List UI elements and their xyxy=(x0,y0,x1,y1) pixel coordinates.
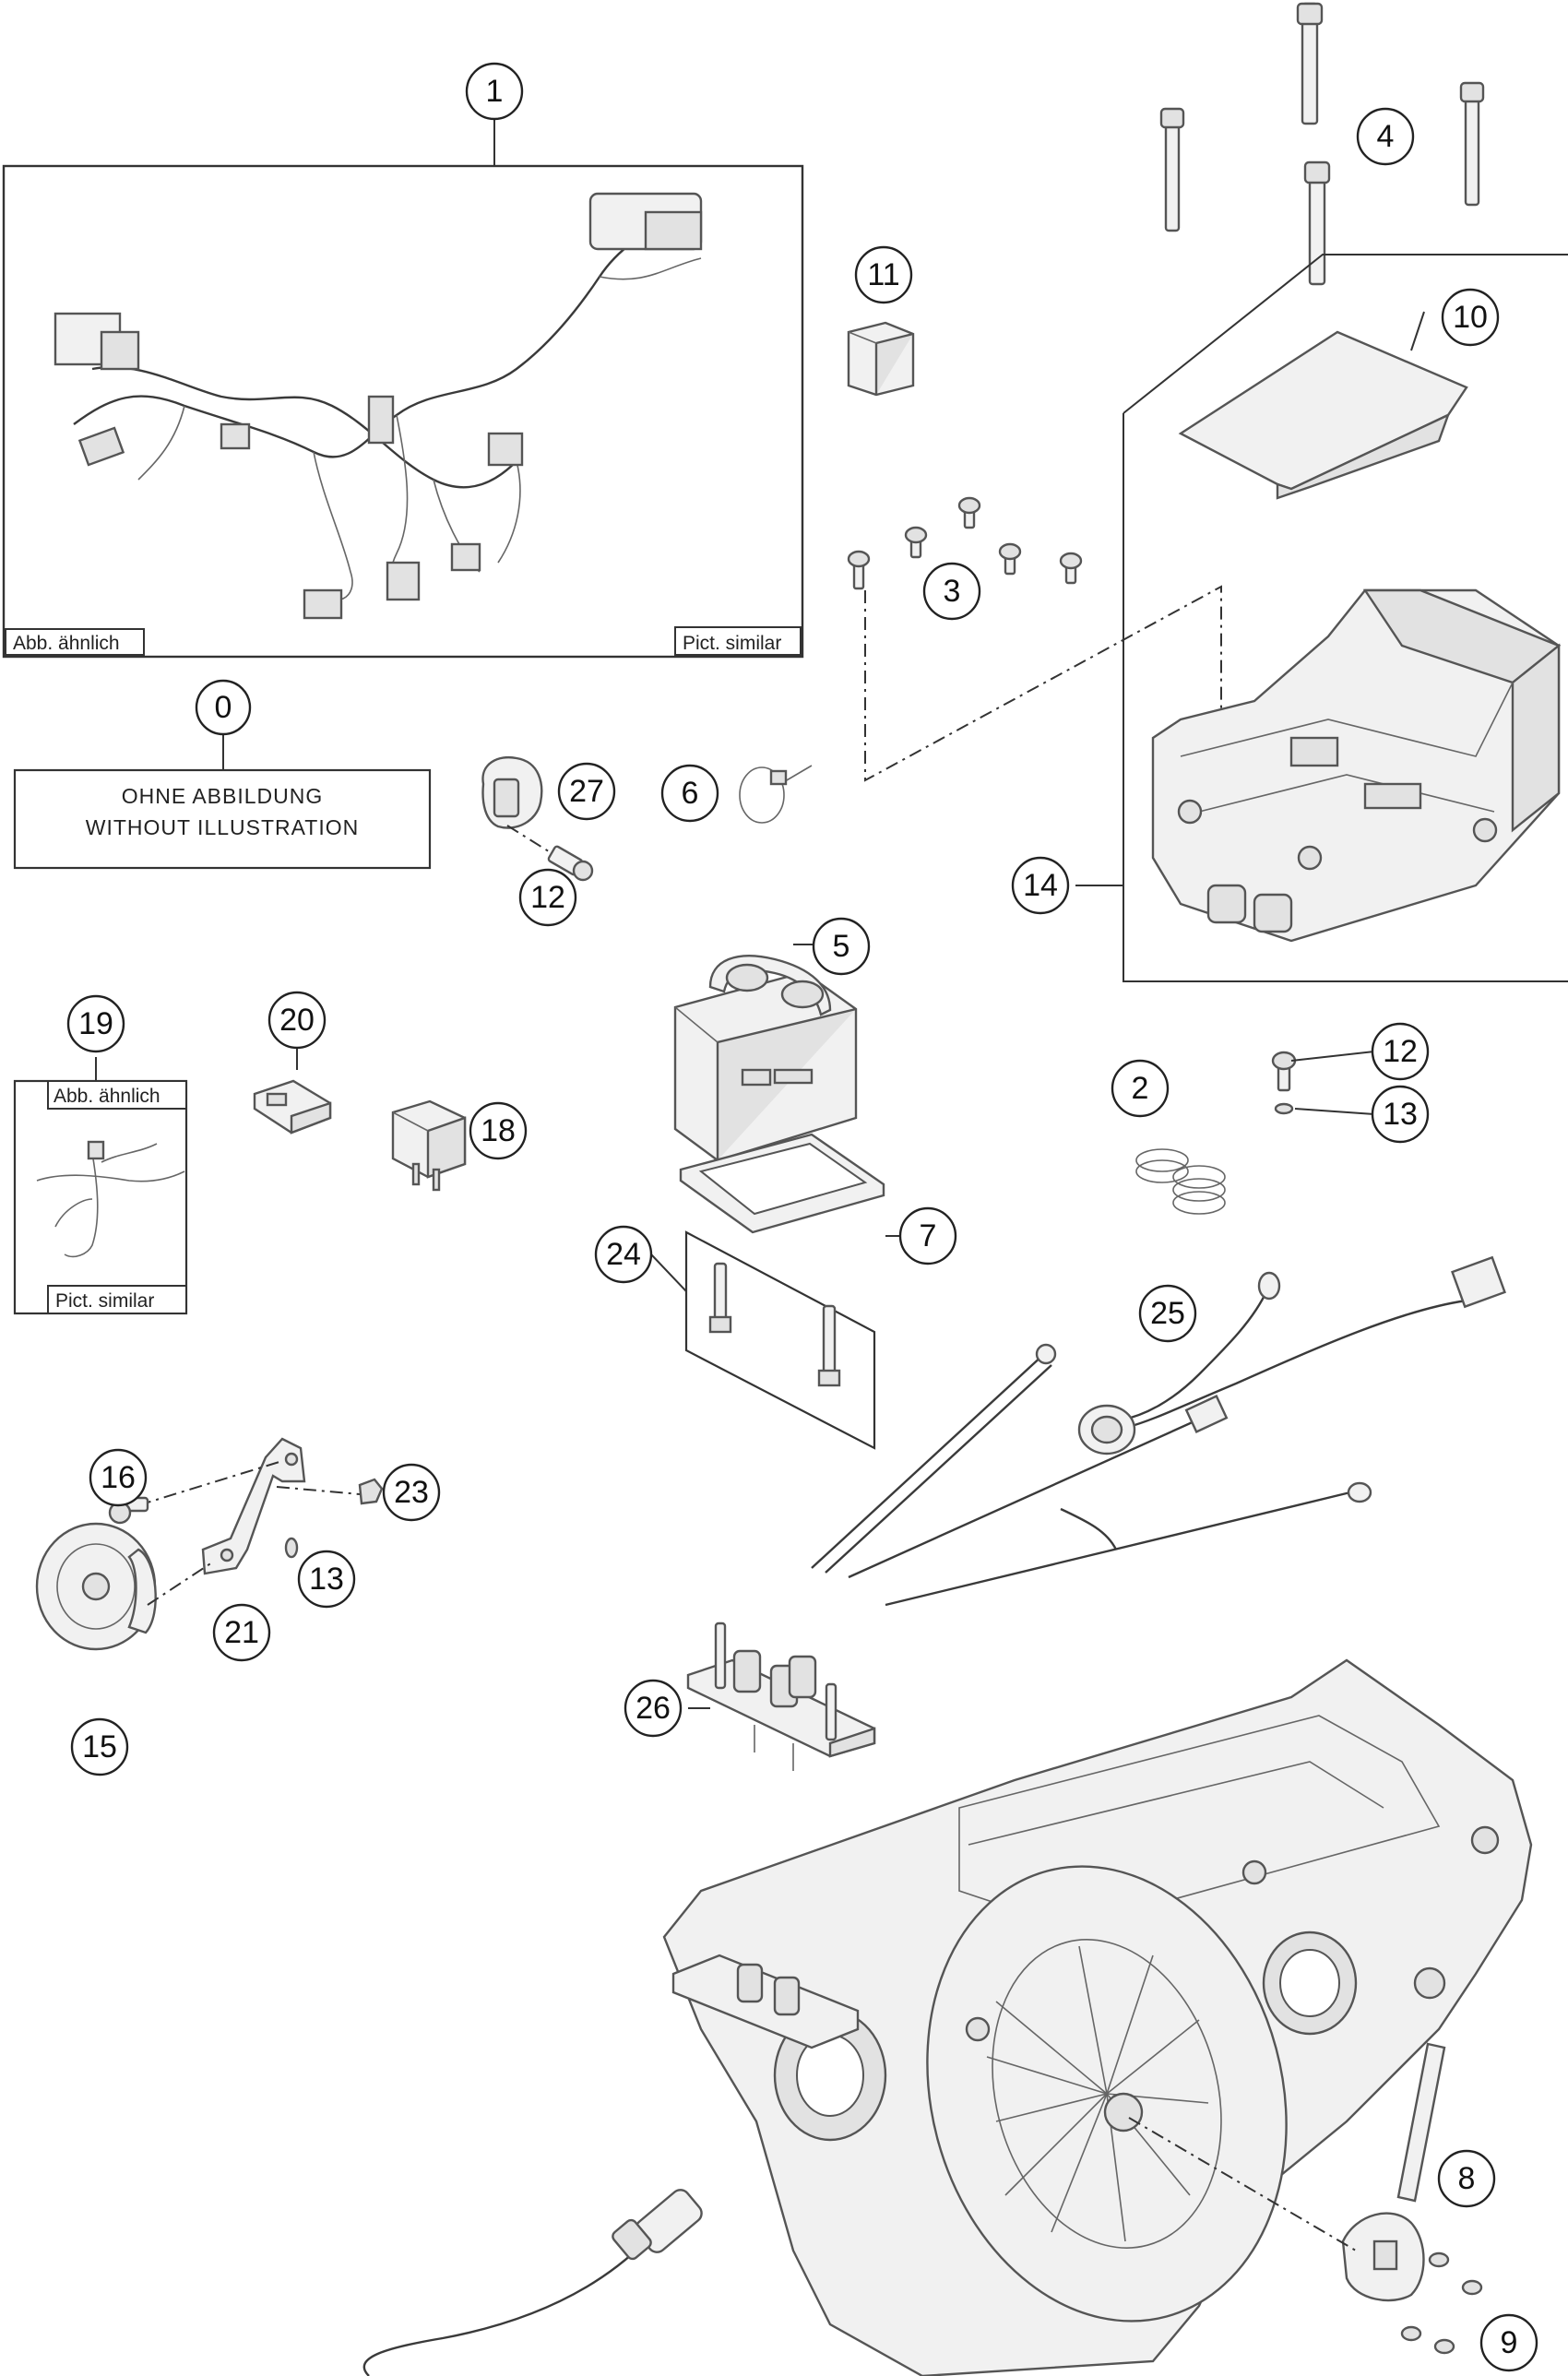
callout-7: 7 xyxy=(898,1206,957,1265)
relay-18 xyxy=(391,1099,467,1192)
svg-text:20: 20 xyxy=(279,1003,315,1038)
callout-0: 0 xyxy=(195,679,252,736)
screw-12-right xyxy=(1271,1051,1375,1115)
svg-text:14: 14 xyxy=(1023,868,1058,903)
horn-15 xyxy=(35,1522,157,1651)
svg-text:3: 3 xyxy=(944,574,961,609)
wiring-harness-panel: Abb. ähnlich Pict. similar xyxy=(2,120,804,659)
springs-2 xyxy=(1135,1148,1226,1215)
svg-text:7: 7 xyxy=(920,1218,937,1253)
harness-note-en: Pict. similar xyxy=(683,633,781,654)
svg-text:8: 8 xyxy=(1458,2161,1476,2196)
callout-12-right: 12 xyxy=(1371,1022,1430,1081)
callout-25: 25 xyxy=(1138,1284,1197,1343)
screws-group-3 xyxy=(847,496,1222,782)
control-unit-body xyxy=(1151,588,1562,943)
callout-1: 1 xyxy=(465,62,524,121)
callout-4: 4 xyxy=(1356,107,1415,166)
callout-20: 20 xyxy=(267,991,327,1050)
cable-tie-6 xyxy=(739,765,813,824)
callout-21: 21 xyxy=(212,1603,271,1662)
svg-text:0: 0 xyxy=(215,690,232,725)
screws-9 xyxy=(1400,2251,1483,2355)
small-harness-19: Abb. ähnlich Pict. similar xyxy=(13,1057,188,1315)
callout-10: 10 xyxy=(1441,288,1500,347)
svg-text:9: 9 xyxy=(1501,2325,1518,2360)
callout-14: 14 xyxy=(1011,856,1070,915)
svg-text:27: 27 xyxy=(569,774,604,809)
sensor-cable xyxy=(362,2189,703,2376)
no-illustration-de: OHNE ABBILDUNG xyxy=(122,784,324,808)
cable-25 xyxy=(1077,1255,1506,1455)
svg-text:5: 5 xyxy=(833,929,850,964)
callout-12-top: 12 xyxy=(518,868,577,927)
callout-9: 9 xyxy=(1479,2313,1538,2372)
callout-6: 6 xyxy=(660,764,719,823)
callout-3: 3 xyxy=(922,562,981,621)
svg-text:18: 18 xyxy=(481,1113,516,1148)
svg-text:4: 4 xyxy=(1377,119,1395,154)
small-harness-note-de: Abb. ähnlich xyxy=(53,1086,160,1107)
callout-26: 26 xyxy=(624,1679,683,1738)
callout-19: 19 xyxy=(66,994,125,1053)
small-harness-note-en: Pict. similar xyxy=(55,1290,154,1312)
cover-lid-10 xyxy=(1178,311,1468,500)
svg-text:1: 1 xyxy=(486,74,504,109)
connector-11 xyxy=(847,321,915,397)
callout-24: 24 xyxy=(594,1225,653,1284)
callout-15: 15 xyxy=(70,1717,129,1776)
svg-text:15: 15 xyxy=(82,1729,117,1764)
svg-text:13: 13 xyxy=(309,1562,344,1597)
svg-text:13: 13 xyxy=(1383,1097,1418,1132)
svg-text:24: 24 xyxy=(606,1237,641,1272)
gasket-7 xyxy=(679,1133,899,1237)
control-unit-panel xyxy=(1075,254,1568,982)
svg-text:12: 12 xyxy=(1383,1034,1418,1069)
relay-20 xyxy=(253,1048,332,1135)
callout-13-bottom: 13 xyxy=(297,1550,356,1609)
callout-8: 8 xyxy=(1437,2149,1496,2208)
harness-note-de: Abb. ähnlich xyxy=(13,633,120,654)
callout-18: 18 xyxy=(469,1101,528,1160)
svg-text:21: 21 xyxy=(224,1615,259,1650)
callout-16: 16 xyxy=(89,1448,148,1507)
callout-13-right: 13 xyxy=(1371,1085,1430,1144)
engine-harness-26 xyxy=(686,1343,1372,1771)
callout-23: 23 xyxy=(382,1463,441,1522)
grommet-27 xyxy=(481,755,594,882)
no-illustration-box: OHNE ABBILDUNG WITHOUT ILLUSTRATION xyxy=(13,733,432,870)
bolts-group-4 xyxy=(1159,2,1485,286)
callout-27: 27 xyxy=(557,762,616,821)
svg-text:23: 23 xyxy=(394,1475,429,1510)
sensor-8 xyxy=(1128,2042,1446,2302)
svg-text:6: 6 xyxy=(682,776,699,811)
svg-text:25: 25 xyxy=(1150,1296,1185,1331)
bracket-21 xyxy=(108,1437,384,1606)
callout-5: 5 xyxy=(812,917,871,976)
svg-text:26: 26 xyxy=(636,1691,671,1726)
no-illustration-en: WITHOUT ILLUSTRATION xyxy=(86,815,359,839)
svg-text:11: 11 xyxy=(867,257,899,292)
callout-2: 2 xyxy=(1111,1059,1170,1118)
callout-11: 11 xyxy=(854,245,913,304)
svg-text:2: 2 xyxy=(1132,1071,1149,1106)
engine-housing xyxy=(662,1658,1533,2376)
wiring-harness-drawing xyxy=(53,192,703,620)
svg-text:16: 16 xyxy=(101,1460,136,1495)
pins-panel-24 xyxy=(650,1230,876,1450)
svg-text:12: 12 xyxy=(530,880,565,915)
svg-text:19: 19 xyxy=(78,1006,113,1041)
connector-housing-5 xyxy=(673,944,858,1162)
svg-text:10: 10 xyxy=(1453,300,1488,335)
